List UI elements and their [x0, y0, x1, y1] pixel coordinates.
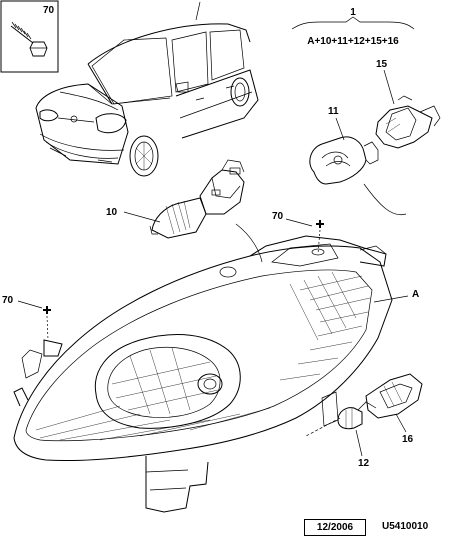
plus-marker-icon — [316, 220, 324, 228]
label-socket-15: 15 — [376, 59, 388, 70]
bulb-10: 10 — [106, 159, 245, 239]
label-screw-70: 70 — [43, 5, 55, 16]
assembly-callout: 1 A+10+11+12+15+16 — [291, 7, 415, 47]
label-assembly-formula: A+10+11+12+15+16 — [307, 36, 399, 47]
screw-top-callout: 70 — [272, 211, 324, 255]
screw-icon — [10, 21, 48, 57]
footer-reference: U5410010 — [382, 521, 429, 532]
socket-15: 15 — [375, 59, 441, 149]
headlamp-assembly: A — [13, 235, 419, 513]
label-socket-16: 16 — [402, 434, 414, 445]
bulb-11-leader-curve — [363, 183, 407, 216]
label-bulb-11: 11 — [328, 106, 339, 117]
plus-marker-icon — [43, 306, 51, 314]
bulb-12-socket-16: 12 16 — [305, 373, 423, 469]
bulb-10-leader-curve — [235, 223, 263, 263]
label-bulb-10: 10 — [106, 207, 118, 218]
footer-date: 12/2006 — [304, 519, 366, 536]
label-bulb-12: 12 — [358, 458, 370, 469]
screw-left-callout: 70 — [2, 295, 51, 341]
label-screw-left-70: 70 — [2, 295, 14, 306]
label-headlamp-a: A — [412, 289, 419, 300]
assembly-brace — [291, 16, 415, 30]
bulb-11: 11 — [309, 106, 379, 185]
car-illustration — [35, 1, 259, 177]
inset-frame — [0, 0, 59, 73]
screw-inset: 70 — [0, 0, 59, 73]
label-screw-top-70: 70 — [272, 211, 284, 222]
label-assembly-1: 1 — [350, 7, 356, 18]
